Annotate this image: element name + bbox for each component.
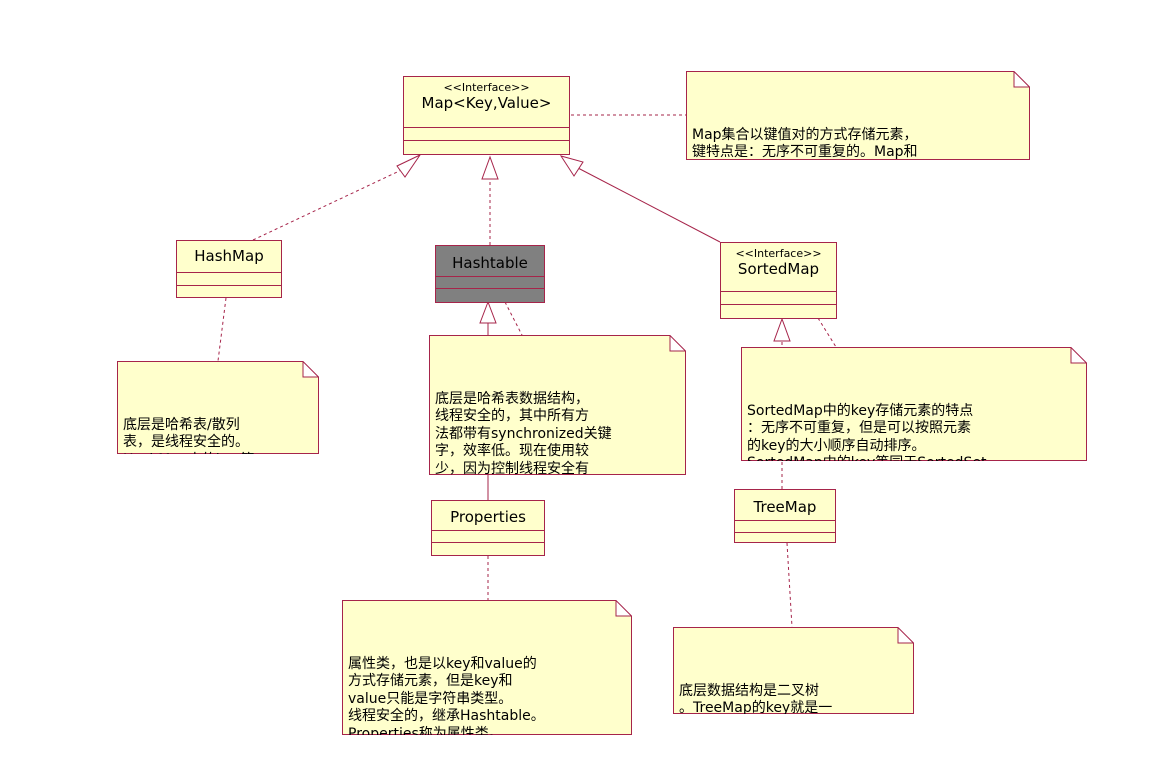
map-separator-1 xyxy=(404,127,569,128)
class-hashtable[interactable]: Hashtable xyxy=(435,245,545,303)
note-sortedmap-text: SortedMap中的key存储元素的特点 ：无序不可重复，但是可以按照元素 的… xyxy=(747,402,986,462)
map-stereotype: <<Interface>> xyxy=(443,81,530,94)
hashmap-separator-2 xyxy=(177,285,281,286)
treemap-separator-2 xyxy=(735,532,835,533)
sortedmap-separator-1 xyxy=(721,291,836,292)
arrowhead-properties-hashtable xyxy=(479,300,497,324)
hashmap-separator-1 xyxy=(177,272,281,273)
note-hashmap-shape xyxy=(117,361,319,454)
note-hashmap-text: 底层是哈希表/散列 表，是线程安全的。 HashMap中的key等 同于一个Se… xyxy=(123,416,254,455)
note-map-shape xyxy=(686,71,1030,160)
sortedmap-separator-2 xyxy=(721,304,836,305)
note-map-text: Map集合以键值对的方式存储元素， 键特点是：无序不可重复的。Map和 Coll… xyxy=(692,126,918,161)
sortedmap-name: SortedMap xyxy=(737,260,820,278)
class-properties[interactable]: Properties xyxy=(431,500,545,556)
note-hashtable: 底层是哈希表数据结构， 线程安全的，其中所有方 法都带有synchronized… xyxy=(429,335,686,475)
anchor-hashtable-note xyxy=(504,301,523,336)
map-separator-2 xyxy=(404,140,569,141)
note-hashtable-shape xyxy=(429,335,686,475)
edge-hashmap-map xyxy=(252,164,413,241)
hashtable-separator-1 xyxy=(436,276,544,277)
note-treemap-text: 底层数据结构是二叉树 。TreeMap的key就是一 个TreeSet。 xyxy=(679,682,833,715)
note-properties-shape xyxy=(342,600,632,735)
treemap-separator-1 xyxy=(735,520,835,521)
arrowhead-hashmap-map xyxy=(396,153,422,178)
class-hashmap[interactable]: HashMap xyxy=(176,240,282,298)
note-map: Map集合以键值对的方式存储元素， 键特点是：无序不可重复的。Map和 Coll… xyxy=(686,71,1030,160)
class-map[interactable]: <<Interface>> Map<Key,Value> xyxy=(403,76,570,155)
class-sortedmap[interactable]: <<Interface>> SortedMap xyxy=(720,242,837,319)
hashtable-name: Hashtable xyxy=(452,254,528,272)
note-treemap-shape xyxy=(673,627,914,714)
note-properties: 属性类，也是以key和value的 方式存储元素，但是key和 value只能是… xyxy=(342,600,632,735)
anchor-sortedmap-note xyxy=(817,317,837,348)
properties-separator-1 xyxy=(432,530,544,531)
map-name: Map<Key,Value> xyxy=(421,94,552,112)
arrowhead-hashtable-map xyxy=(481,155,499,180)
note-hashtable-text: 底层是哈希表数据结构， 线程安全的，其中所有方 法都带有synchronized… xyxy=(435,390,612,476)
edge-sortedmap-map xyxy=(577,167,721,243)
note-treemap: 底层数据结构是二叉树 。TreeMap的key就是一 个TreeSet。 xyxy=(673,627,914,714)
class-treemap[interactable]: TreeMap xyxy=(734,489,836,543)
arrowhead-sortedmap-map xyxy=(559,155,584,177)
hashtable-separator-2 xyxy=(436,288,544,289)
hashmap-name: HashMap xyxy=(194,247,264,265)
note-sortedmap-shape xyxy=(741,347,1087,461)
anchor-hashmap-note xyxy=(217,297,227,362)
anchor-treemap-note xyxy=(786,542,793,628)
note-hashmap: 底层是哈希表/散列 表，是线程安全的。 HashMap中的key等 同于一个Se… xyxy=(117,361,319,454)
note-sortedmap: SortedMap中的key存储元素的特点 ：无序不可重复，但是可以按照元素 的… xyxy=(741,347,1087,461)
arrowhead-treemap-sortedmap xyxy=(773,317,791,342)
treemap-name: TreeMap xyxy=(753,498,817,516)
properties-separator-2 xyxy=(432,542,544,543)
note-properties-text: 属性类，也是以key和value的 方式存储元素，但是key和 value只能是… xyxy=(348,655,545,736)
sortedmap-stereotype: <<Interface>> xyxy=(735,247,822,260)
properties-name: Properties xyxy=(450,508,526,526)
